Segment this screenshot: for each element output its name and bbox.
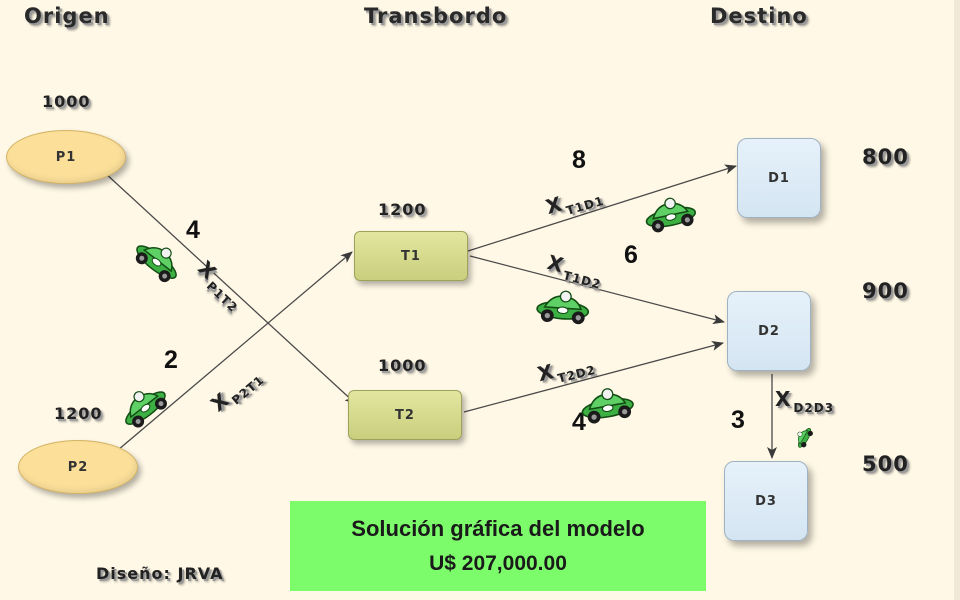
- node-p2-label: P2: [67, 459, 89, 475]
- header-transship: Transbordo: [364, 4, 508, 28]
- cost-p2t1: 2: [164, 346, 178, 374]
- arrow-t2-d2: [463, 341, 724, 413]
- cost-p1t2: 4: [186, 216, 200, 244]
- demand-d2: 900: [862, 279, 909, 303]
- node-t1: T1: [354, 231, 468, 281]
- cost-t1d1: 8: [572, 146, 586, 174]
- solution-title: Solución gráfica del modelo: [351, 516, 645, 541]
- flow-t2: 1000: [378, 356, 427, 375]
- race-car-icon: [536, 290, 590, 325]
- race-car-icon: [797, 428, 813, 448]
- node-p1-label: P1: [55, 149, 77, 165]
- header-origin: Origen: [24, 4, 110, 28]
- node-p2: P2: [18, 440, 138, 494]
- supply-p2: 1200: [54, 404, 103, 423]
- arrow-t1-d1: [467, 164, 737, 252]
- cost-t2d2: 4: [572, 408, 586, 436]
- node-d1: D1: [737, 138, 821, 218]
- demand-d3: 500: [862, 452, 909, 476]
- node-d3: D3: [724, 461, 808, 541]
- arrow-t1-d2: [469, 255, 725, 325]
- var-d2d3-sub: D2D3: [793, 401, 835, 415]
- arrow-p1-t2: [103, 171, 357, 405]
- node-p1: P1: [6, 130, 126, 184]
- race-car-icon: [125, 391, 167, 428]
- cost-t1d2: 6: [624, 241, 638, 269]
- arrow-p2-t1: [117, 251, 353, 451]
- design-credit: Diseño: JRVA: [96, 564, 224, 583]
- solution-box: Solución gráfica del modelo U$ 207,000.0…: [290, 501, 706, 591]
- node-d1-label: D1: [768, 170, 790, 186]
- demand-d1: 800: [862, 145, 909, 169]
- supply-p1: 1000: [42, 92, 91, 111]
- node-t2-label: T2: [395, 407, 415, 423]
- race-car-icon: [135, 245, 177, 283]
- solution-value: U$ 207,000.00: [429, 552, 567, 575]
- race-car-icon: [581, 388, 634, 424]
- node-d2-label: D2: [758, 323, 780, 339]
- flow-t1: 1200: [378, 200, 427, 219]
- node-d3-label: D3: [755, 493, 777, 509]
- header-destination: Destino: [710, 4, 808, 28]
- node-d2: D2: [727, 291, 811, 371]
- race-car-icon: [645, 197, 696, 233]
- node-t1-label: T1: [401, 248, 421, 264]
- node-t2: T2: [348, 390, 462, 440]
- cost-d2d3: 3: [731, 406, 745, 434]
- var-d2d3-x: X: [775, 387, 792, 411]
